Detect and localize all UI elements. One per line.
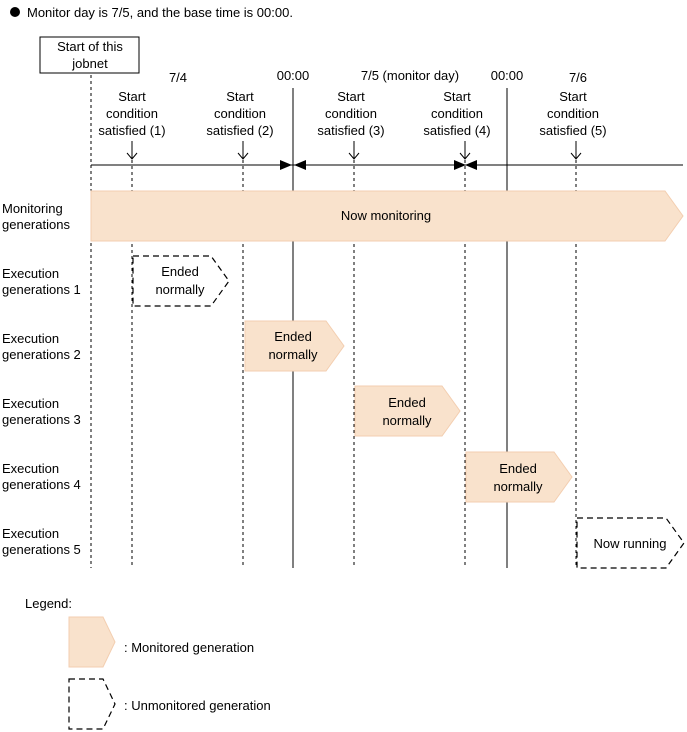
exec1-status-line-1: Ended <box>161 264 199 279</box>
condition-arrow-3 <box>348 141 360 160</box>
condition-label-2: Start condition satisfied (2) <box>206 89 273 138</box>
condition-arrow-2 <box>237 141 249 160</box>
day-boundary-arrow-right-2 <box>454 160 466 170</box>
exec5-status: Now running <box>594 536 667 551</box>
start-box-line-2: jobnet <box>71 56 108 71</box>
row-label-exec4-1: Execution <box>2 461 59 476</box>
svg-text:satisfied (3): satisfied (3) <box>317 123 384 138</box>
exec1-status-line-2: normally <box>155 282 205 297</box>
svg-text:condition: condition <box>431 106 483 121</box>
condition-arrow-5 <box>570 141 582 160</box>
legend-monitored-label: : Monitored generation <box>124 640 254 655</box>
row-labels: Monitoring generations Execution generat… <box>2 201 81 557</box>
row-label-exec3-1: Execution <box>2 396 59 411</box>
day-boundary-arrow-left-2 <box>465 160 477 170</box>
monitoring-status: Now monitoring <box>341 208 431 223</box>
start-of-jobnet-box <box>39 36 140 74</box>
row-label-exec3-2: generations 3 <box>2 412 81 427</box>
svg-text:Start: Start <box>337 89 365 104</box>
row-label-exec5-1: Execution <box>2 526 59 541</box>
svg-text:Start: Start <box>226 89 254 104</box>
legend-monitored-swatch <box>68 616 116 668</box>
legend-unmonitored-swatch <box>68 678 116 730</box>
condition-label-5: Start condition satisfied (5) <box>539 89 606 138</box>
row-label-exec1-2: generations 1 <box>2 282 81 297</box>
svg-text:Start: Start <box>559 89 587 104</box>
svg-text:condition: condition <box>325 106 377 121</box>
svg-text:satisfied (2): satisfied (2) <box>206 123 273 138</box>
execution-generation-5-arrow <box>576 517 685 569</box>
svg-text:condition: condition <box>214 106 266 121</box>
execution-generation-3-arrow <box>354 385 461 437</box>
svg-text:condition: condition <box>106 106 158 121</box>
day-boundary-arrow-right-1 <box>280 160 292 170</box>
row-label-exec5-2: generations 5 <box>2 542 81 557</box>
timeline-axis <box>91 160 683 170</box>
condition-label-3: Start condition satisfied (3) <box>317 89 384 138</box>
execution-generation-4-arrow <box>465 451 573 503</box>
time-label-midnight-2: 00:00 <box>491 68 524 83</box>
exec3-status-line-2: normally <box>382 413 432 428</box>
svg-text:condition: condition <box>547 106 599 121</box>
monitoring-generation-arrow <box>90 190 684 242</box>
row-label-exec1-1: Execution <box>2 266 59 281</box>
svg-text:Start: Start <box>443 89 471 104</box>
exec4-status-line-2: normally <box>493 479 543 494</box>
condition-arrow-1 <box>126 141 138 160</box>
monitor-day-note: Monitor day is 7/5, and the base time is… <box>27 5 293 20</box>
row-label-monitoring-1: Monitoring <box>2 201 63 216</box>
condition-label-4: Start condition satisfied (4) <box>423 89 490 138</box>
execution-generation-1-arrow <box>132 255 230 307</box>
exec4-status-line-1: Ended <box>499 461 537 476</box>
legend-unmonitored-label: : Unmonitored generation <box>124 698 271 713</box>
row-label-monitoring-2: generations <box>2 217 70 232</box>
date-label-7-4: 7/4 <box>169 70 187 85</box>
time-label-midnight-1: 00:00 <box>277 68 310 83</box>
svg-text:satisfied (4): satisfied (4) <box>423 123 490 138</box>
exec3-status-line-1: Ended <box>388 395 426 410</box>
row-label-exec2-1: Execution <box>2 331 59 346</box>
condition-arrows <box>126 141 582 160</box>
exec2-status-line-2: normally <box>268 347 318 362</box>
row-label-exec4-2: generations 4 <box>2 477 81 492</box>
start-box-line-1: Start of this <box>57 39 123 54</box>
day-boundary-arrow-left-1 <box>294 160 306 170</box>
bullet-icon <box>10 7 20 17</box>
exec2-status-line-1: Ended <box>274 329 312 344</box>
condition-arrow-4 <box>459 141 471 160</box>
legend-title: Legend: <box>25 596 72 611</box>
svg-text:satisfied (5): satisfied (5) <box>539 123 606 138</box>
svg-text:Start: Start <box>118 89 146 104</box>
date-label-7-5-monitor-day: 7/5 (monitor day) <box>361 68 459 83</box>
svg-text:satisfied (1): satisfied (1) <box>98 123 165 138</box>
condition-label-1: Start condition satisfied (1) <box>98 89 165 138</box>
date-label-7-6: 7/6 <box>569 70 587 85</box>
row-label-exec2-2: generations 2 <box>2 347 81 362</box>
execution-generation-2-arrow <box>244 320 345 372</box>
